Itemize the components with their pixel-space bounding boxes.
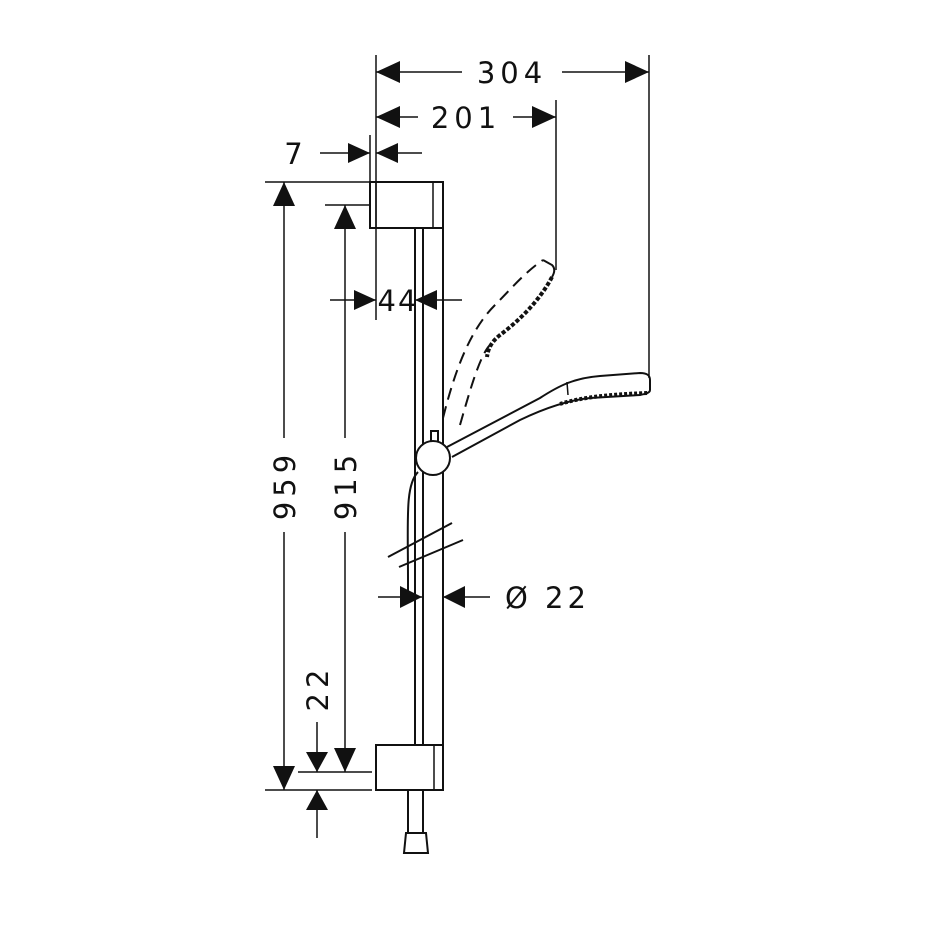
- break-marks: [387, 522, 464, 568]
- dimension-label: 915: [329, 450, 363, 520]
- hose-connector: [402, 832, 430, 854]
- dimension-959: 959: [268, 182, 302, 790]
- dimension-label: 7: [284, 137, 307, 171]
- slider-knob: [415, 430, 451, 476]
- dimension-915: 915: [329, 205, 363, 772]
- shower-rail: [414, 228, 444, 745]
- dimension-44: 44: [330, 284, 462, 318]
- dimension-diameter-22: Ø 22: [378, 581, 590, 615]
- hand-shower-alternate-position: [442, 259, 556, 426]
- bottom-wall-bracket: [375, 744, 444, 854]
- top-wall-bracket: [369, 181, 444, 229]
- dimension-label: 201: [431, 101, 501, 135]
- hand-shower: [446, 371, 651, 458]
- dimension-label: 959: [268, 450, 302, 520]
- dimension-201: 201: [376, 101, 556, 135]
- dimension-304: 304: [376, 56, 649, 90]
- shower-hose: [406, 471, 419, 600]
- dimension-7: 7: [284, 137, 422, 171]
- dimension-22-bracket: 22: [301, 665, 335, 838]
- dimension-label: 44: [378, 284, 419, 318]
- dimension-label: Ø 22: [505, 581, 590, 615]
- dimension-label: 304: [477, 56, 547, 90]
- dimension-label: 22: [301, 665, 335, 712]
